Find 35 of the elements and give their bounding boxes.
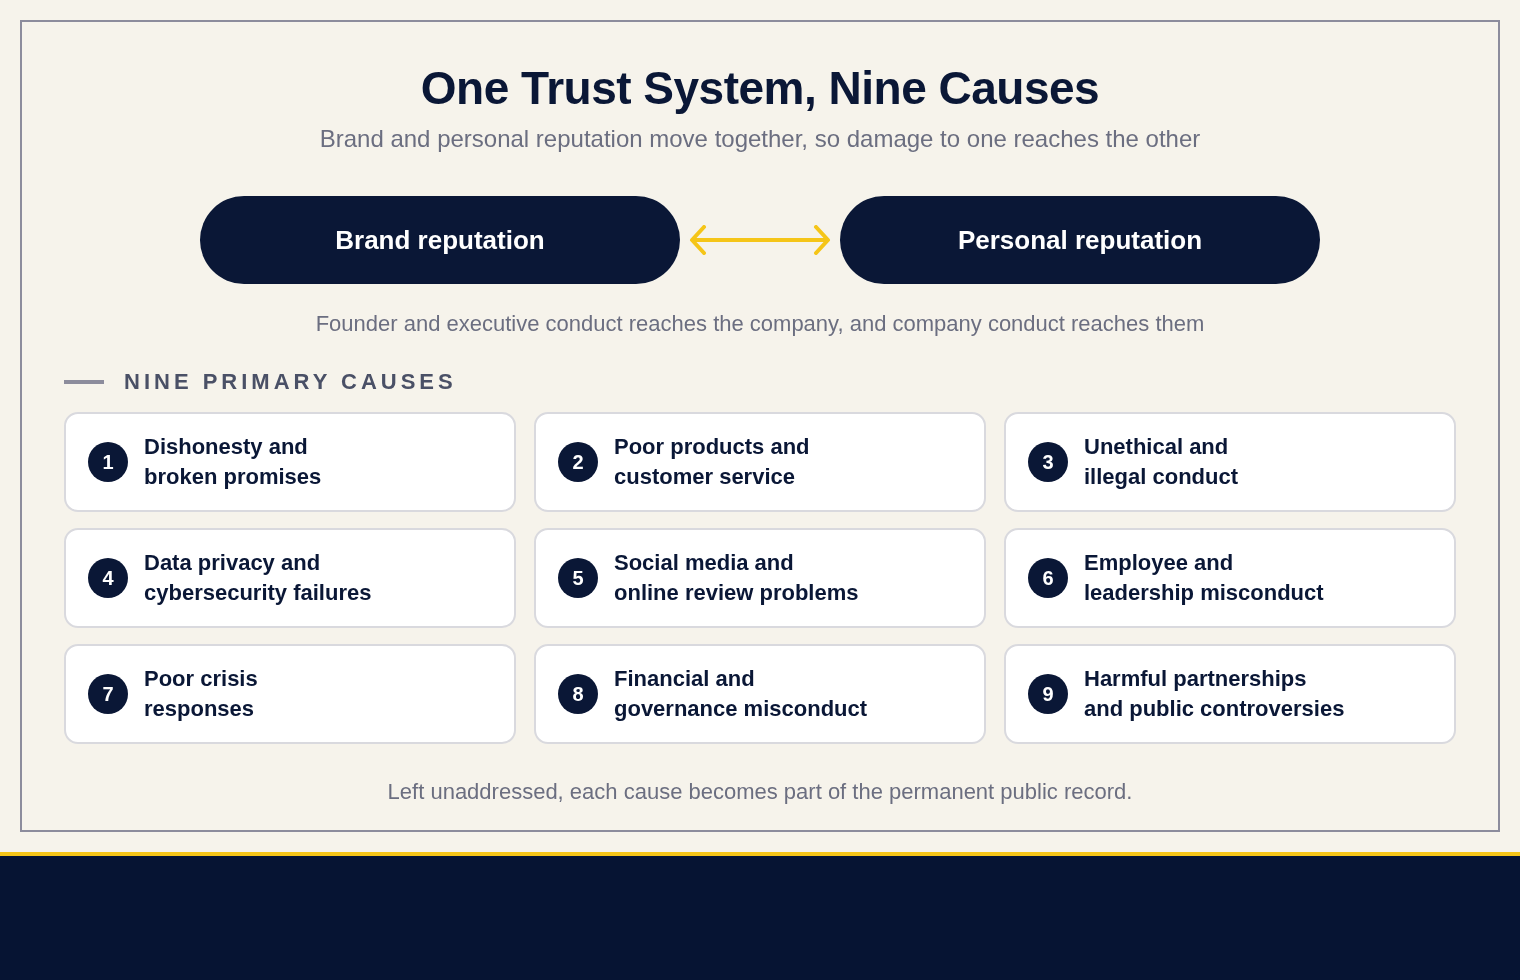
cause-card bbox=[534, 644, 986, 744]
cause-card bbox=[1004, 528, 1456, 628]
number-badge: 7 bbox=[88, 674, 128, 714]
number-badge: 1 bbox=[88, 442, 128, 482]
cause-card bbox=[1004, 644, 1456, 744]
double-arrow bbox=[690, 225, 830, 255]
cause-card bbox=[64, 528, 516, 628]
number-badge: 2 bbox=[558, 442, 598, 482]
number-badge: 4 bbox=[88, 558, 128, 598]
footnote-text: Left unaddressed, each cause becomes part of the permanent public record. bbox=[387, 778, 1133, 806]
subtitle: Brand and personal reputation move together, so damage to one reaches the other bbox=[319, 124, 1201, 154]
caption-text: Founder and executive conduct reaches the company, and company conduct reaches them bbox=[315, 310, 1205, 338]
cause-card bbox=[64, 412, 516, 512]
cause-text: Poor products and customer service bbox=[614, 433, 810, 491]
cause-card bbox=[534, 528, 986, 628]
cause-text: Poor crisis responses bbox=[144, 665, 258, 723]
number-badge: 5 bbox=[558, 558, 598, 598]
reputation-pill: Personal reputation bbox=[840, 196, 1320, 284]
title: One Trust System, Nine Causes bbox=[420, 61, 1100, 116]
number-badge: 9 bbox=[1028, 674, 1068, 714]
number-badge: 8 bbox=[558, 674, 598, 714]
reputation-pill: Brand reputation bbox=[200, 196, 680, 284]
cause-card bbox=[64, 644, 516, 744]
cause-text: Harmful partnerships and public controversies bbox=[1084, 665, 1345, 723]
cause-text: Social media and online review problems bbox=[614, 549, 859, 607]
cause-card bbox=[534, 412, 986, 512]
cause-text: Employee and leadership misconduct bbox=[1084, 549, 1324, 607]
number-badge: 3 bbox=[1028, 442, 1068, 482]
cause-text: Unethical and illegal conduct bbox=[1084, 433, 1239, 491]
cause-card bbox=[1004, 412, 1456, 512]
number-badge: 6 bbox=[1028, 558, 1068, 598]
cause-text: Financial and governance misconduct bbox=[614, 665, 868, 723]
cause-text: Dishonesty and broken promises bbox=[144, 433, 322, 491]
section-heading: NINE PRIMARY CAUSES bbox=[124, 368, 457, 396]
cause-text: Data privacy and cybersecurity failures bbox=[144, 549, 372, 607]
